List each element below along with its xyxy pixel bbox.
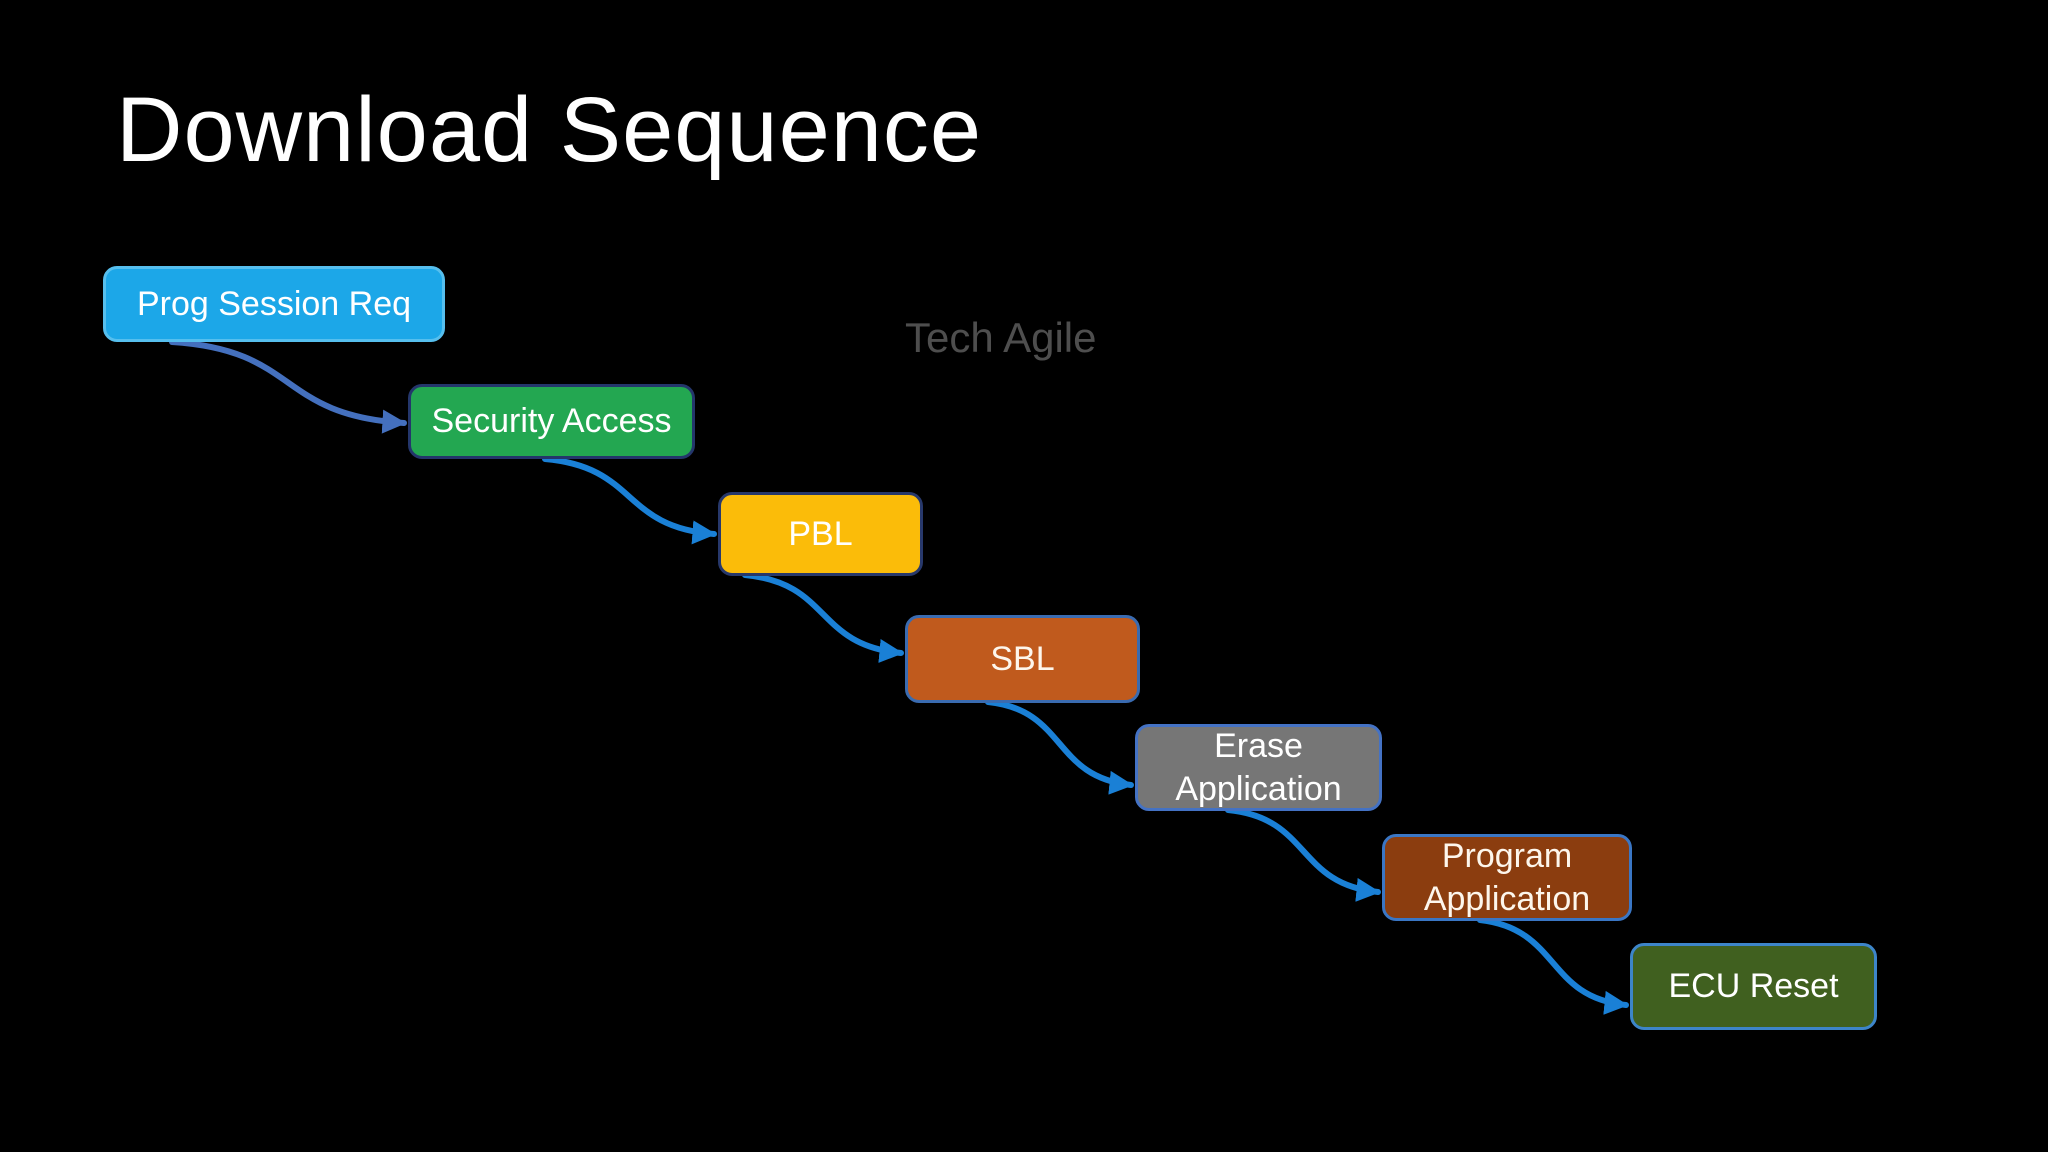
watermark-text: Tech Agile xyxy=(905,314,1097,361)
flow-node-label: Security Access xyxy=(431,402,672,441)
flow-node-label: ECU Reset xyxy=(1668,967,1839,1006)
flow-node-security-access: Security Access xyxy=(408,384,695,459)
flow-node-label: Prog Session Req xyxy=(136,284,412,323)
flow-arrow-4 xyxy=(985,699,1134,795)
flow-node-label: PBL xyxy=(788,514,853,553)
flow-node-sbl: SBL xyxy=(905,615,1140,703)
flow-arrow-2 xyxy=(542,456,717,545)
flow-node-label: SBL xyxy=(990,639,1055,678)
flow-node-label: Program Application xyxy=(1423,836,1591,918)
flow-arrow-1 xyxy=(169,339,407,434)
flow-arrow-5 xyxy=(1225,807,1381,902)
flow-node-pbl: PBL xyxy=(718,492,923,576)
flow-node-prog-session-req: Prog Session Req xyxy=(103,266,445,342)
flow-node-ecu-reset: ECU Reset xyxy=(1630,943,1877,1030)
flow-arrow-3 xyxy=(742,572,904,663)
slide-title: Download Sequence xyxy=(116,79,983,181)
flow-node-program-application: Program Application xyxy=(1382,834,1632,921)
flow-node-label: Erase Application xyxy=(1175,726,1342,808)
flow-arrow-6 xyxy=(1477,917,1629,1015)
flow-node-erase-application: Erase Application xyxy=(1135,724,1382,811)
